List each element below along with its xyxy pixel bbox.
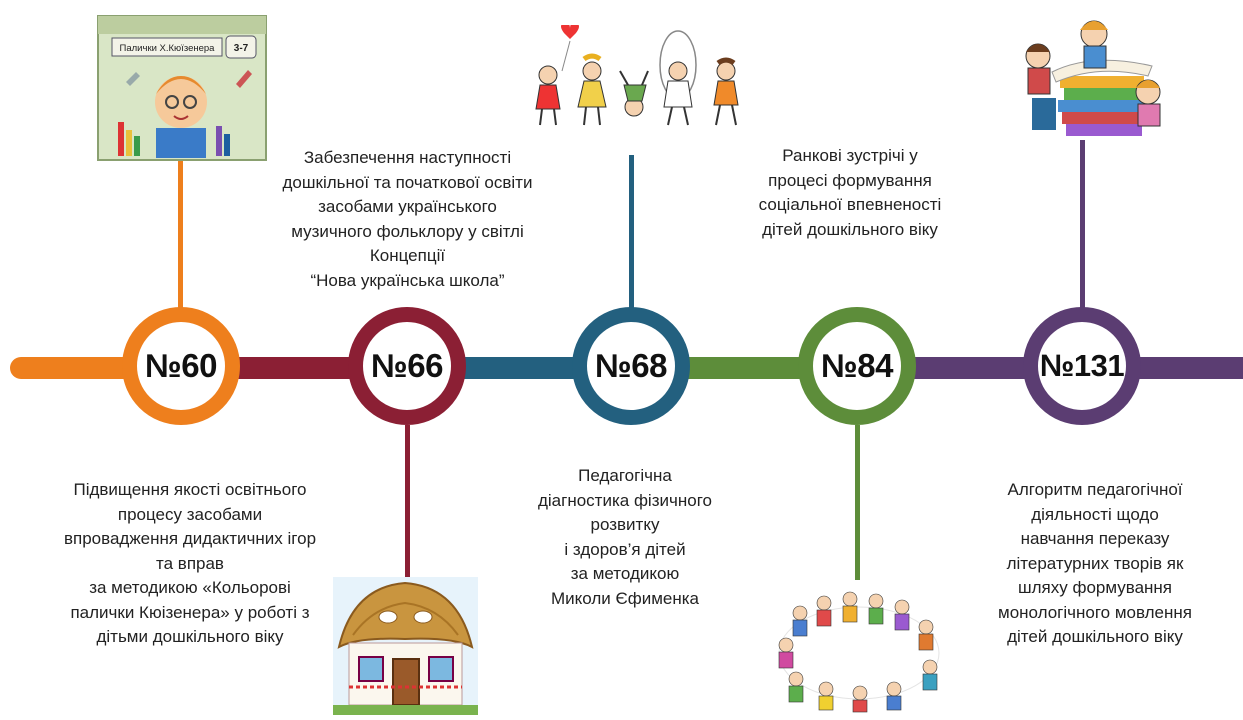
connector-66: [405, 425, 410, 577]
milestone-text-84: Ранкові зустрічі у процесі формування со…: [758, 146, 942, 239]
milestone-text-60: Підвищення якості освітнього процесу зас…: [63, 480, 317, 646]
box-age: 3-7: [234, 43, 249, 54]
milestone-circle-68: №68: [572, 307, 690, 425]
milestone-text-131: Алгоритм педагогічної діяльності щодо на…: [998, 480, 1192, 646]
milestone-text-68: Педагогічна діагностика фізичного розвит…: [537, 466, 712, 608]
milestone-number-68: №68: [595, 347, 668, 384]
milestone-number-60: №60: [145, 347, 218, 384]
milestone-number-66: №66: [371, 347, 444, 384]
milestone-text-66: Забезпечення наступності дошкільної та п…: [282, 148, 533, 290]
milestone-circle-60: №60: [122, 307, 240, 425]
milestone-circle-84: №84: [798, 307, 916, 425]
box-label: Палички Х.Кюїзенера: [120, 43, 216, 54]
children-circle-icon: [770, 583, 948, 713]
milestone-circle-131: №131: [1023, 307, 1141, 425]
jumping-children-icon: [528, 22, 756, 133]
ukrainian-house-icon: [333, 577, 478, 715]
timeline-segment-orange: [10, 357, 150, 379]
connector-68: [629, 155, 634, 308]
milestone-circle-66: №66: [348, 307, 466, 425]
connector-84: [855, 425, 860, 580]
cuisenaire-box-icon: Палички Х.Кюїзенера 3-7: [96, 14, 268, 162]
kids-reading-books-icon: [1012, 12, 1172, 144]
connector-131: [1080, 140, 1085, 308]
connector-60: [178, 160, 183, 308]
milestone-number-131: №131: [1039, 348, 1125, 383]
milestone-number-84: №84: [821, 347, 894, 384]
